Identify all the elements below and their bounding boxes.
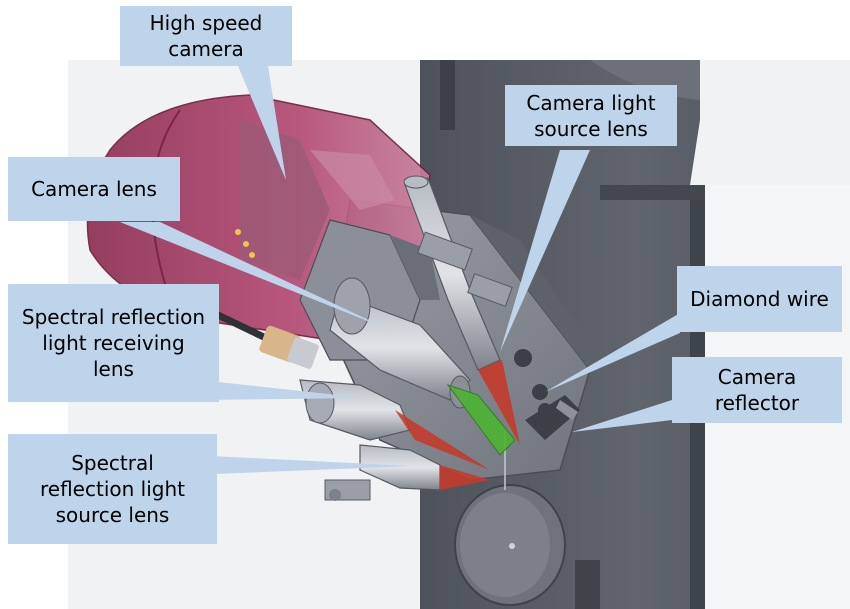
callout-camera-reflector: Camera reflector xyxy=(672,357,842,423)
pulley-wheel xyxy=(454,430,566,606)
callout-spectral-reflection-light-source-lens: Spectral reflection light source lens xyxy=(8,434,217,544)
cable-connector xyxy=(259,325,319,369)
spectral-source-lens-barrel xyxy=(324,444,441,501)
callout-diamond-wire: Diamond wire xyxy=(677,266,842,332)
callout-camera-lens: Camera lens xyxy=(8,157,180,221)
green-light-cone xyxy=(446,384,516,456)
callout-camera-light-source-lens: Camera light source lens xyxy=(505,85,677,146)
callout-spectral-reflection-light-receiving-lens: Spectral reflection light receiving lens xyxy=(8,284,219,402)
callout-high-speed-camera: High speed camera xyxy=(120,6,292,66)
camera-reflector xyxy=(525,395,580,440)
spectral-source-cone xyxy=(440,465,490,490)
camera-light-cone xyxy=(478,360,520,445)
camera-light-lens-barrel xyxy=(403,175,513,371)
cable xyxy=(214,311,274,344)
spectral-receiving-cone xyxy=(395,410,490,470)
callout-pointers xyxy=(120,66,680,475)
